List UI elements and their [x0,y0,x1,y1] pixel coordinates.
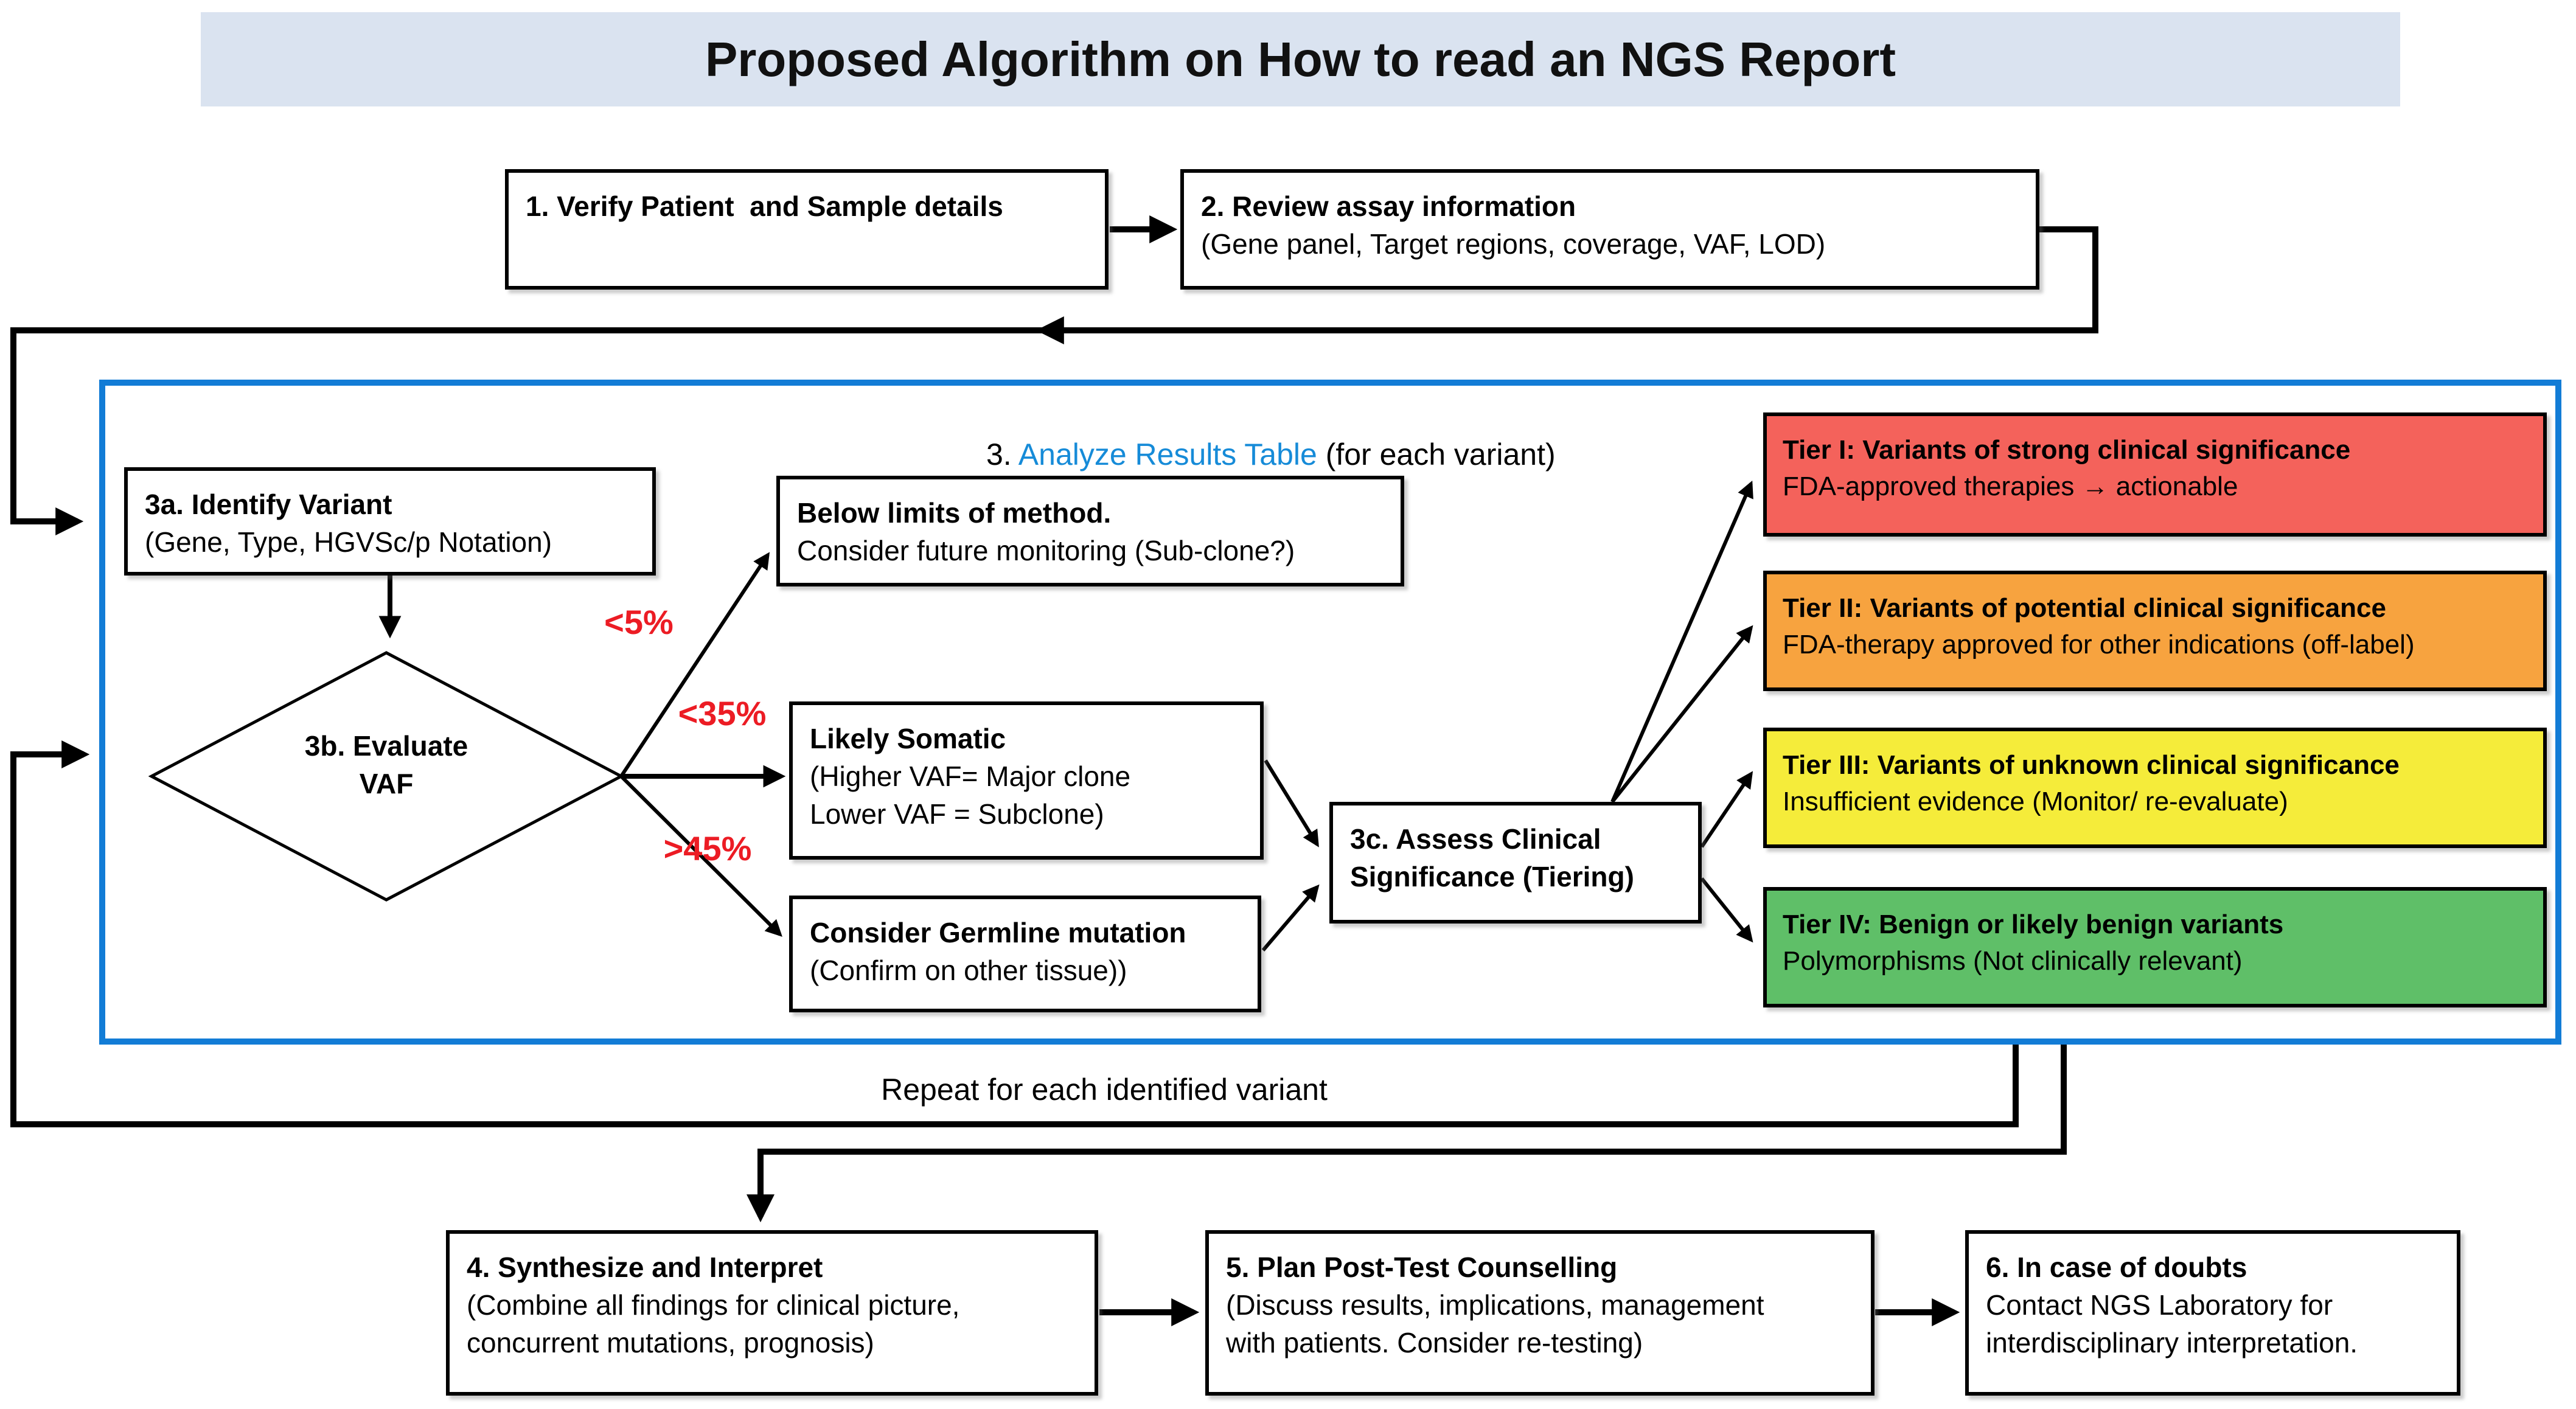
likely-somatic-line3: Lower VAF = Subclone) [810,798,1104,830]
connector-germline-to-step3c [1261,884,1320,952]
section3-prefix: 3. [986,437,1018,471]
step3c-line1: 3c. Assess Clinical [1350,823,1601,855]
tier2-subtitle: FDA-therapy approved for other indicatio… [1783,630,2415,659]
tier4-box: Tier IV: Benign or likely benign variant… [1763,887,2547,1007]
step6-line3: interdisciplinary interpretation. [1986,1327,2358,1359]
decision-3b-label: 3b. Evaluate VAF [204,727,569,802]
germline-title: Consider Germline mutation [810,917,1186,948]
connector-somatic-to-step3c [1264,759,1319,847]
tier3-title: Tier III: Variants of unknown clinical s… [1783,750,2400,780]
below-limits-title: Below limits of method. [797,497,1112,529]
tier3-box: Tier III: Variants of unknown clinical s… [1763,728,2547,848]
analysis-section-frame [99,380,2561,1045]
step1-box: 1. Verify Patient and Sample details [505,169,1109,290]
branch-arrow-above-45pct [619,774,782,937]
step4-box: 4. Synthesize and Interpret (Combine all… [446,1230,1098,1396]
tier3-subtitle: Insufficient evidence (Monitor/ re-evalu… [1783,787,2288,816]
title-banner: Proposed Algorithm on How to read an NGS… [201,12,2400,106]
germline-box: Consider Germline mutation (Confirm on o… [789,896,1261,1012]
step6-box: 6. In case of doubts Contact NGS Laborat… [1965,1230,2460,1396]
below-limits-subtitle: Consider future monitoring (Sub-clone?) [797,535,1295,566]
step2-subtitle: (Gene panel, Target regions, coverage, V… [1201,228,1826,260]
likely-somatic-box: Likely Somatic (Higher VAF= Major clone … [789,701,1264,860]
step3c-line2: Significance (Tiering) [1350,861,1634,892]
step3a-title: 3a. Identify Variant [145,489,392,520]
decision-3b-line1: 3b. Evaluate [304,730,468,762]
connector-step3c-to-tier3 [1700,771,1753,848]
below-limits-box: Below limits of method. Consider future … [776,476,1404,586]
connector-step3c-to-tier4 [1700,877,1753,943]
step3a-box: 3a. Identify Variant (Gene, Type, HGVSc/… [124,467,656,576]
step4-line3: concurrent mutations, prognosis) [467,1327,874,1359]
step3c-box: 3c. Assess Clinical Significance (Tierin… [1329,802,1702,924]
likely-somatic-title: Likely Somatic [810,723,1006,754]
likely-somatic-line2: (Higher VAF= Major clone [810,760,1131,792]
loop-connector-to-step4 [747,1045,2067,1223]
page-title: Proposed Algorithm on How to read an NGS… [705,32,1896,86]
tier4-title: Tier IV: Benign or likely benign variant… [1783,910,2284,939]
branch-label-above-45pct: >45% [663,829,752,868]
step2-title: 2. Review assay information [1201,190,1576,222]
step2-box: 2. Review assay information (Gene panel,… [1180,169,2039,290]
section3-heading: 3. Analyze Results Table (for each varia… [883,402,1625,507]
section3-link-text: Analyze Results Table [1018,437,1317,471]
step5-box: 5. Plan Post-Test Counselling (Discuss r… [1205,1230,1875,1396]
branch-label-below-5pct: <5% [604,603,674,641]
step1-title: 1. Verify Patient and Sample details [526,190,1003,222]
tier4-subtitle: Polymorphisms (Not clinically relevant) [1783,946,2243,976]
loop-label: Repeat for each identified variant [881,1073,1328,1107]
step5-line3: with patients. Consider re-testing) [1226,1327,1643,1359]
connector-step3c-to-tier2 [1610,625,1753,803]
tier2-box: Tier II: Variants of potential clinical … [1763,571,2547,691]
decision-3b-line2: VAF [359,768,414,799]
section3-suffix: (for each variant) [1317,437,1556,471]
tier1-title: Tier I: Variants of strong clinical sign… [1783,435,2351,465]
branch-label-below-35pct: <35% [678,694,767,732]
step3a-subtitle: (Gene, Type, HGVSc/p Notation) [145,526,552,558]
step5-title: 5. Plan Post-Test Counselling [1226,1251,1618,1283]
tier2-title: Tier II: Variants of potential clinical … [1783,593,2386,623]
step5-line2: (Discuss results, implications, manageme… [1226,1289,1764,1321]
step4-line2: (Combine all findings for clinical pictu… [467,1289,960,1321]
branch-arrow-below-5pct [619,552,770,778]
germline-subtitle: (Confirm on other tissue)) [810,955,1127,986]
tier1-subtitle: FDA-approved therapies → actionable [1783,471,2238,501]
step4-title: 4. Synthesize and Interpret [467,1251,823,1283]
connector-step2-to-step3a [10,327,1042,535]
connector-step3c-to-tier1 [1610,480,1753,803]
tier1-box: Tier I: Variants of strong clinical sign… [1763,412,2547,537]
connector-step2-return-upper [1036,226,2098,344]
step6-line2: Contact NGS Laboratory for [1986,1289,2333,1321]
step6-title: 6. In case of doubts [1986,1251,2247,1283]
loop-connector-to-decision [10,740,2019,1127]
